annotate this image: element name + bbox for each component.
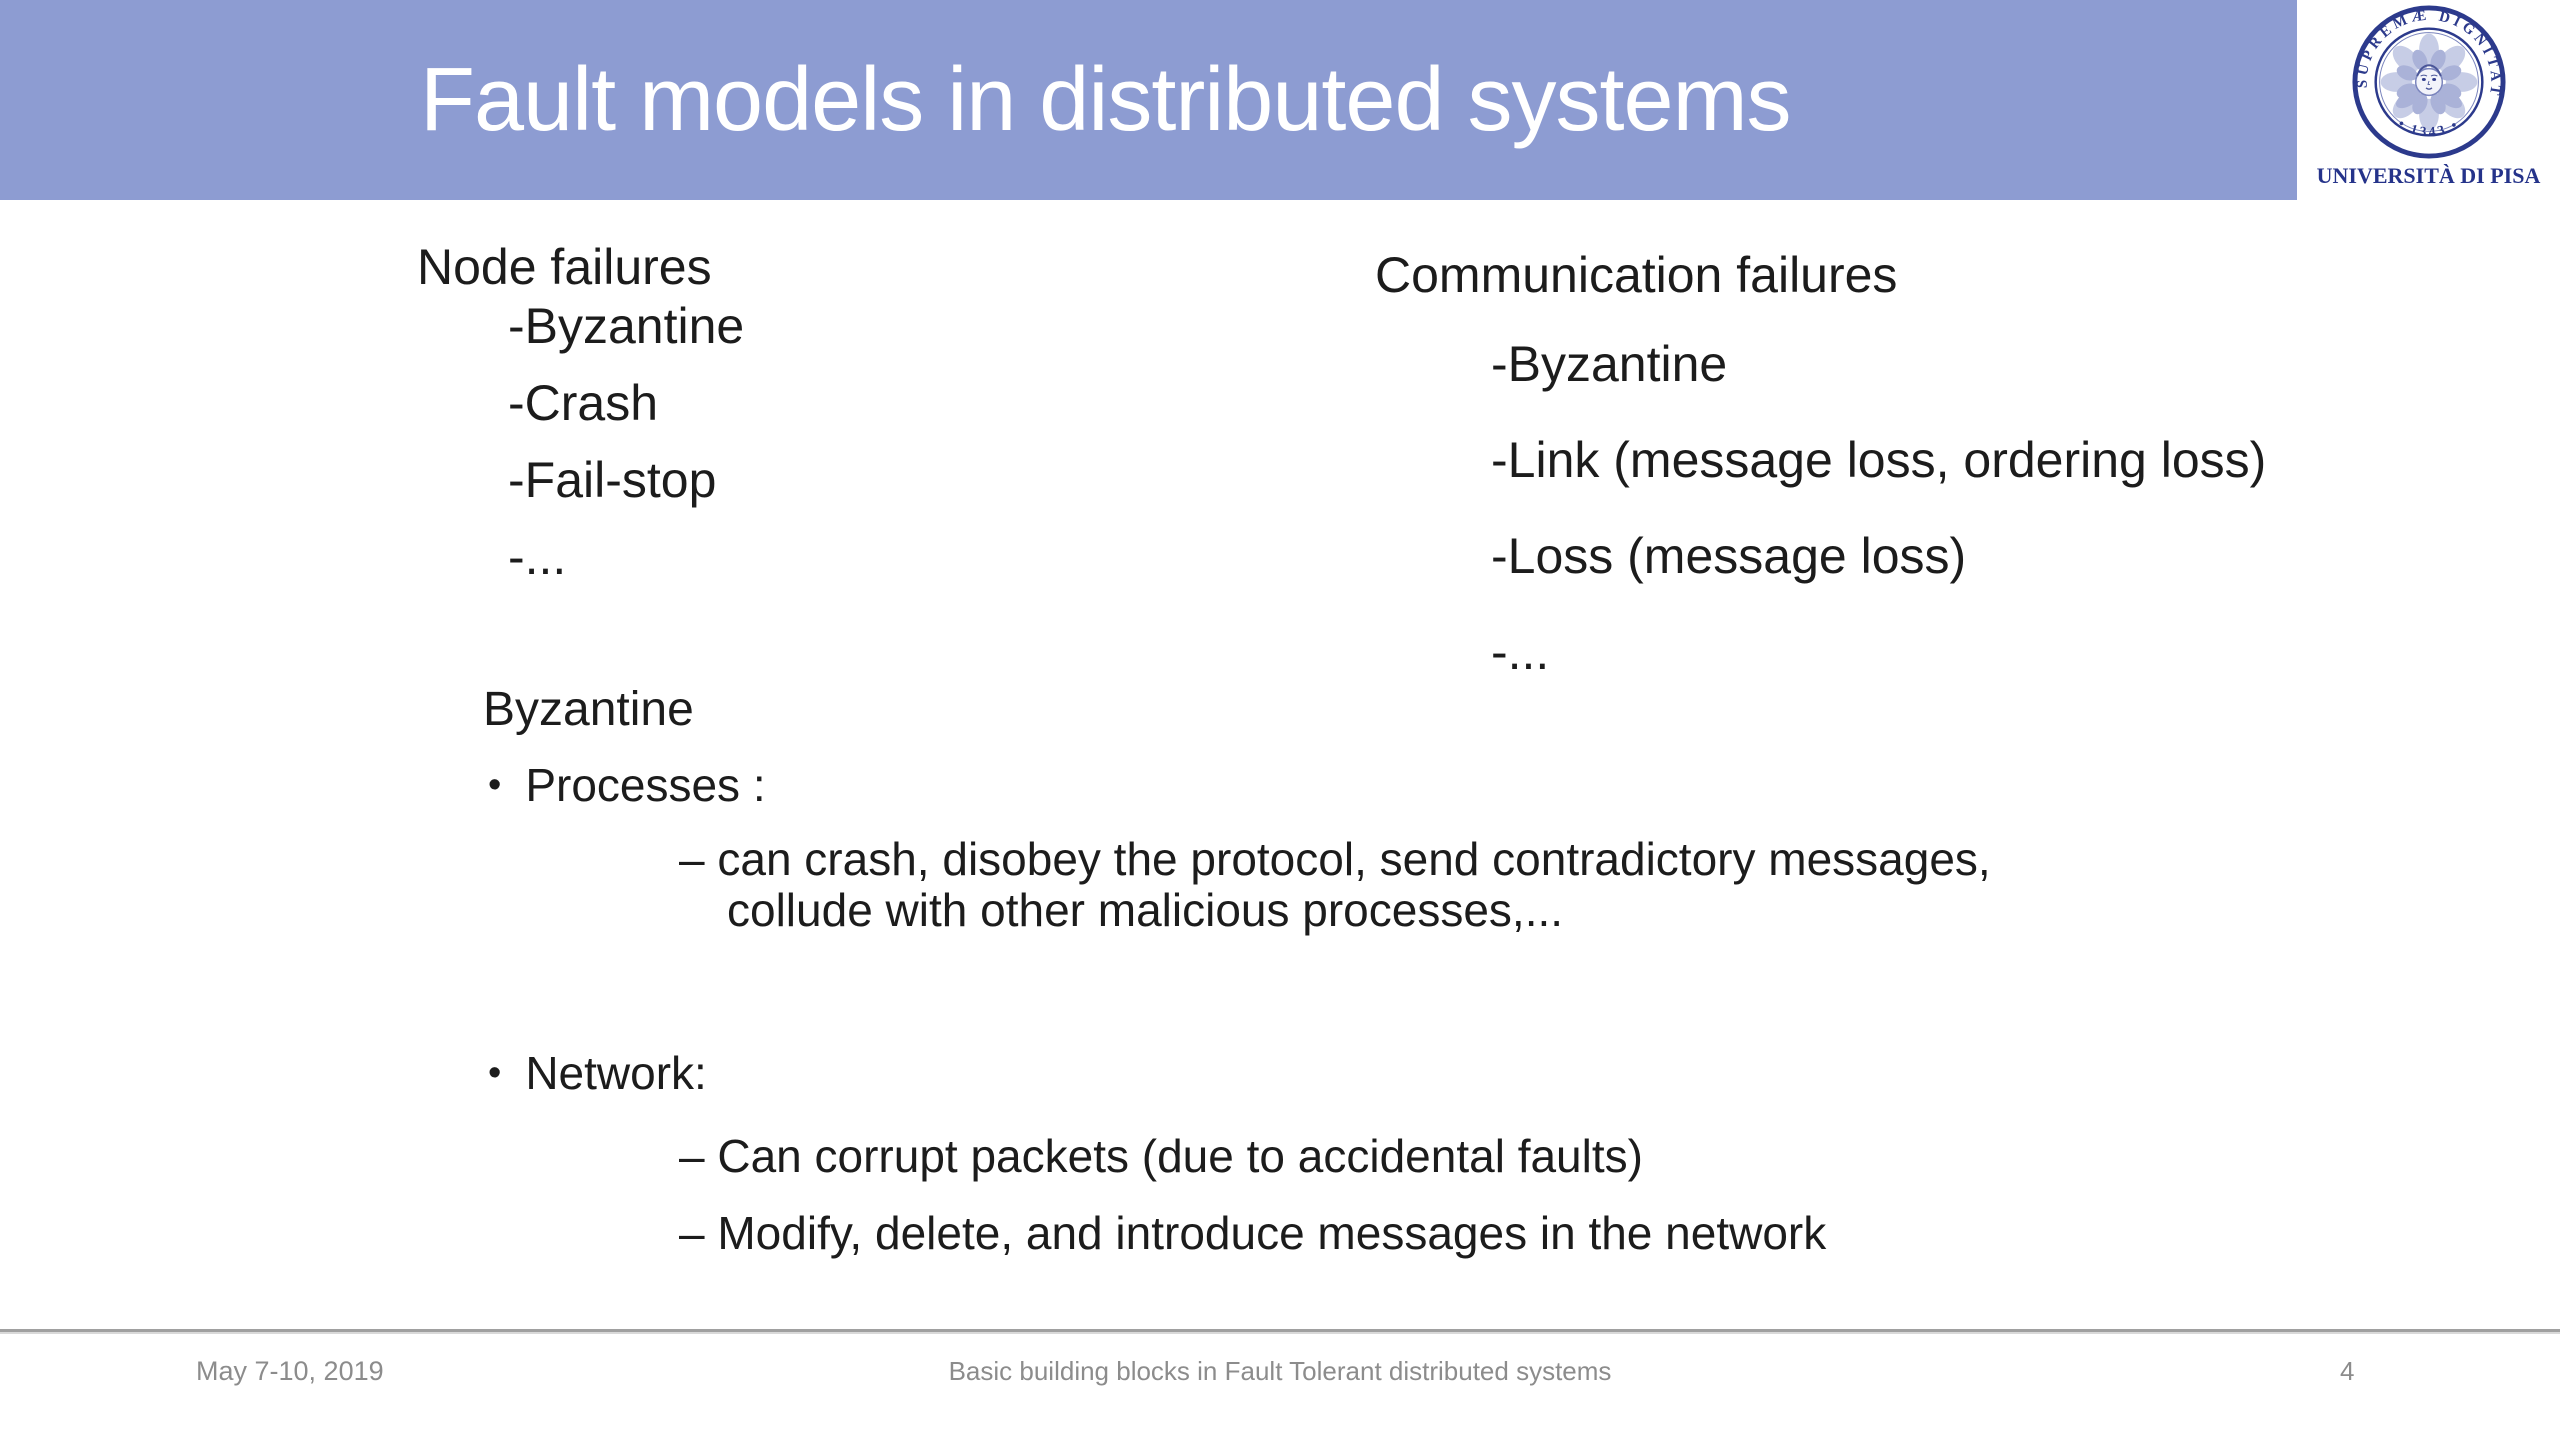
node-failures-heading: Node failures xyxy=(417,239,712,295)
list-item: -... xyxy=(1491,624,1550,680)
processes-detail: – can crash, disobey the protocol, send … xyxy=(679,834,1991,936)
list-item: -Crash xyxy=(508,375,659,431)
footer-date: May 7-10, 2019 xyxy=(196,1356,384,1386)
network-detail: – Can corrupt packets (due to accidental… xyxy=(679,1118,1826,1272)
footer-course-title: Basic building blocks in Fault Tolerant … xyxy=(948,1356,1612,1386)
list-item: -Fail-stop xyxy=(508,452,717,508)
network-detail-line: – Can corrupt packets (due to accidental… xyxy=(679,1130,1643,1182)
footer-page-number: 4 xyxy=(2340,1356,2355,1386)
footer-divider xyxy=(0,1329,2560,1334)
processes-detail-line: collude with other malicious processes,.… xyxy=(727,884,1564,936)
bullet-icon: • xyxy=(488,1052,502,1094)
processes-detail-line: – can crash, disobey the protocol, send … xyxy=(679,833,1991,885)
bullet-network-label: Network: xyxy=(525,1047,707,1099)
bullet-icon: • xyxy=(488,764,502,806)
list-item: -Link (message loss, ordering loss) xyxy=(1491,432,2267,488)
byzantine-heading: Byzantine xyxy=(483,683,694,736)
list-item: -Byzantine xyxy=(508,298,745,354)
page-title: Fault models in distributed systems xyxy=(420,49,1792,150)
seal-wings xyxy=(2395,89,2463,109)
list-item: -... xyxy=(508,529,567,585)
list-item: -Byzantine xyxy=(1491,336,1728,392)
list-item: -Loss (message loss) xyxy=(1491,528,1967,584)
bullet-network: • Network: xyxy=(488,1046,707,1100)
communication-failures-list: -Byzantine -Link (message loss, ordering… xyxy=(1491,316,2266,700)
node-failures-list: -Byzantine -Crash -Fail-stop -... xyxy=(508,288,744,596)
bullet-processes-label: Processes : xyxy=(525,759,766,811)
university-logo: IN SUPREMÆ DIGNITATIS • 1343 • UNIVERSIT… xyxy=(2297,0,2560,203)
bullet-processes: • Processes : xyxy=(488,758,766,812)
logo-caption: UNIVERSITÀ DI PISA xyxy=(2316,163,2541,188)
university-seal-icon: IN SUPREMÆ DIGNITATIS • 1343 • xyxy=(2350,3,2506,159)
network-detail-line: – Modify, delete, and introduce messages… xyxy=(679,1207,1827,1259)
communication-failures-heading: Communication failures xyxy=(1375,247,1898,303)
seal-cherub-face xyxy=(2414,64,2444,97)
slide-header: Fault models in distributed systems xyxy=(0,0,2560,200)
